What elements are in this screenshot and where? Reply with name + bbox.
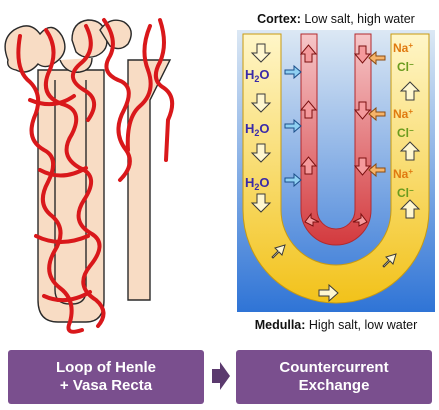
loop-of-henle-vasa-recta-illustration: [4, 18, 175, 334]
sodium-label: Na+: [393, 107, 413, 121]
countercurrent-exchange-diagram: H2O H2O H2O Na+ Cl− Na+ Cl− Na+ Cl−: [237, 30, 435, 312]
tubule-up-arrows: [399, 81, 421, 219]
cortex-heading: Cortex:: [257, 12, 301, 26]
water-arrows: [284, 64, 302, 188]
medulla-heading: Medulla:: [254, 318, 306, 332]
right-label-line2: Exchange: [298, 377, 370, 394]
sodium-label: Na+: [393, 167, 413, 181]
water-label: H2O: [245, 67, 270, 84]
tubule-down-arrows: [250, 43, 272, 213]
medulla-description: High salt, low water: [308, 318, 418, 332]
water-label: H2O: [245, 175, 270, 192]
cortex-caption: Cortex: Low salt, high water: [233, 12, 439, 26]
countercurrent-exchange-label-box: Countercurrent Exchange: [236, 350, 432, 404]
ion-labels: Na+ Cl− Na+ Cl− Na+ Cl−: [393, 41, 414, 200]
vasa-recta-vessels: [16, 18, 175, 334]
cortex-description: Low salt, high water: [304, 12, 415, 26]
water-labels: H2O H2O H2O: [245, 67, 270, 192]
ion-arrows: [368, 50, 386, 178]
tubule-bottom-arrows: [271, 244, 397, 303]
sodium-label: Na+: [393, 41, 413, 55]
water-label: H2O: [245, 121, 270, 138]
right-arrow-icon: [212, 362, 230, 390]
right-label-line1: Countercurrent: [279, 359, 389, 376]
medulla-caption: Medulla: High salt, low water: [233, 318, 439, 332]
left-label-line2: + Vasa Recta: [59, 377, 153, 394]
vessel-arrows: [299, 44, 372, 227]
left-label-line1: Loop of Henle: [56, 359, 156, 376]
loop-of-henle-label-box: Loop of Henle + Vasa Recta: [8, 350, 204, 404]
